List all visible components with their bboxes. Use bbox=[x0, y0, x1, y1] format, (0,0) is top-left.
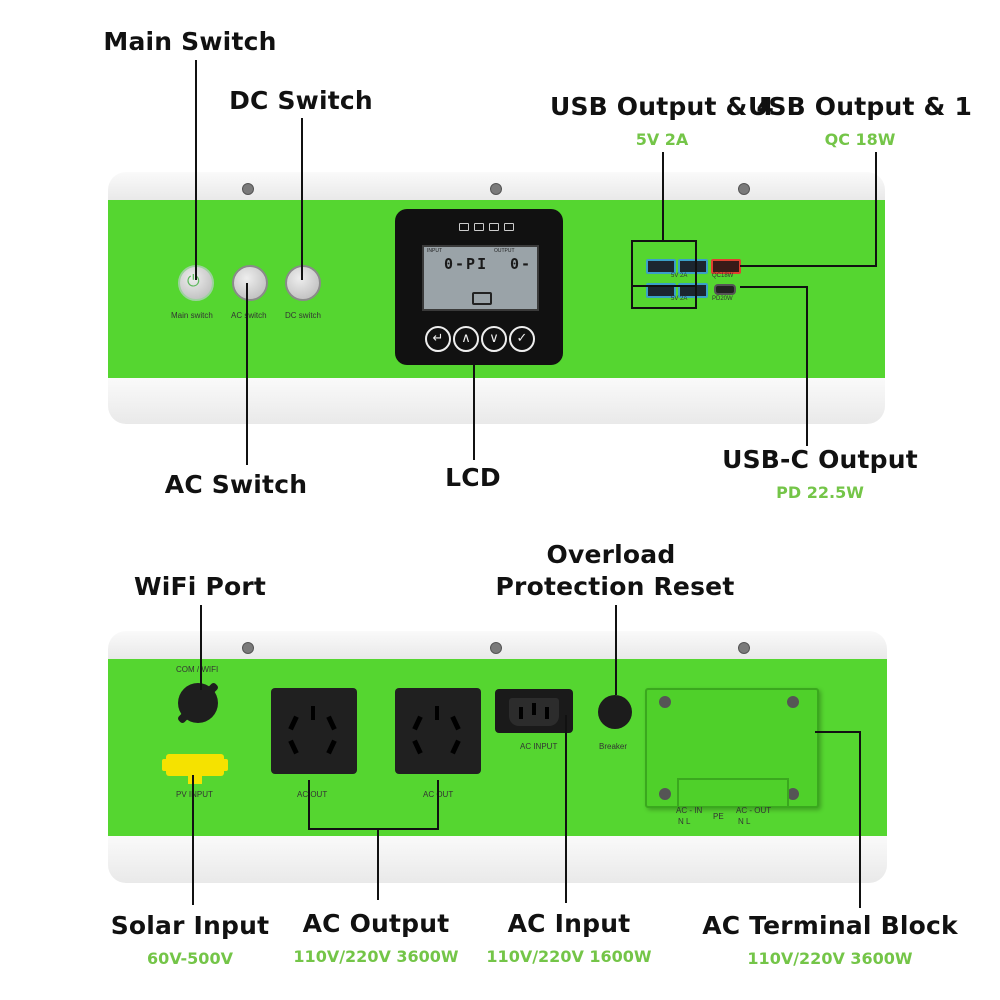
main-switch-label: Main Switch bbox=[103, 27, 277, 56]
leader-usbc-v bbox=[806, 286, 808, 446]
leader-ac-output-l bbox=[308, 780, 310, 830]
ac-input-caption: AC INPUT bbox=[520, 742, 558, 751]
bracket-usb4 bbox=[631, 285, 697, 287]
main-switch-caption: Main switch bbox=[171, 311, 213, 320]
breaker-caption: Breaker bbox=[599, 742, 628, 751]
screw bbox=[242, 642, 254, 654]
usb-c-port[interactable] bbox=[714, 284, 736, 295]
lcd-output-label: OUTPUT bbox=[494, 248, 515, 254]
usb-a-port[interactable] bbox=[646, 259, 676, 274]
leader-usb1-h bbox=[740, 265, 877, 267]
leader-ac-output-r bbox=[437, 780, 439, 830]
wifi-port-label: WiFi Port bbox=[133, 572, 267, 601]
front-unit: ⏻ Main switch AC switch DC switch INPUT … bbox=[108, 172, 885, 424]
screw bbox=[738, 183, 750, 195]
leader-terminal-v bbox=[859, 731, 861, 908]
screw bbox=[242, 183, 254, 195]
leader-main-switch bbox=[195, 60, 197, 280]
com-wifi-caption: COM / WIFI bbox=[176, 665, 219, 674]
ac-switch-label: AC Switch bbox=[164, 470, 308, 499]
leader-ac-output-h bbox=[308, 828, 439, 830]
ac-input-socket[interactable] bbox=[495, 689, 573, 733]
terminal-block-cover bbox=[645, 688, 819, 808]
confirm-key[interactable]: ✓ bbox=[509, 326, 535, 352]
screw bbox=[490, 642, 502, 654]
usbc-output-label: USB-C Output bbox=[722, 445, 918, 474]
leader-lcd bbox=[473, 365, 475, 460]
usbc-output-spec: PD 22.5W bbox=[776, 483, 864, 502]
leader-usb1-v bbox=[875, 152, 877, 267]
leader-usbc-h bbox=[740, 286, 808, 288]
ac-out-socket-2[interactable] bbox=[395, 688, 481, 774]
ac-switch-button[interactable] bbox=[232, 265, 268, 301]
ac-input-spec: 110V/220V 1600W bbox=[486, 947, 652, 966]
lcd-screen: INPUT OUTPUT 0-PI 0- bbox=[422, 245, 539, 311]
ac-output-label: AC Output bbox=[302, 909, 450, 938]
overload-label-line1: Overload bbox=[546, 540, 676, 569]
ac-out-socket-1[interactable] bbox=[271, 688, 357, 774]
screw bbox=[738, 642, 750, 654]
solar-input-spec: 60V-500V bbox=[147, 949, 233, 968]
power-icon: ⏻ bbox=[187, 271, 200, 290]
leader-terminal-h bbox=[815, 731, 861, 733]
dc-switch-caption: DC switch bbox=[285, 311, 322, 320]
ac-out-terminal-caption: AC - OUT bbox=[736, 806, 772, 815]
rear-unit: COM / WIFI PV INPUT AC OUT AC OUT AC INP… bbox=[108, 631, 887, 883]
screw bbox=[490, 183, 502, 195]
lcd-panel: INPUT OUTPUT 0-PI 0- ↵ ∧ ∨ ✓ bbox=[395, 209, 563, 365]
down-key[interactable]: ∨ bbox=[481, 326, 507, 352]
ac-out-caption-1: AC OUT bbox=[297, 790, 328, 799]
leader-ac-switch bbox=[246, 283, 248, 465]
usb-output-4-spec: 5V 2A bbox=[635, 130, 689, 149]
enter-key[interactable]: ↵ bbox=[425, 326, 451, 352]
ac-terminal-spec: 110V/220V 3600W bbox=[747, 949, 913, 968]
usb-qc-port[interactable] bbox=[711, 259, 741, 274]
leader-dc-switch bbox=[301, 118, 303, 280]
overload-label-line2: Protection Reset bbox=[495, 572, 735, 601]
wifi-port[interactable] bbox=[176, 681, 220, 725]
ac-switch-caption: AC switch bbox=[231, 311, 267, 320]
dc-switch-button[interactable] bbox=[285, 265, 321, 301]
breaker-button[interactable] bbox=[598, 695, 632, 729]
ac-out-nl-caption: N L bbox=[738, 817, 751, 826]
up-key[interactable]: ∧ bbox=[453, 326, 479, 352]
battery-icon bbox=[472, 292, 492, 305]
status-icons bbox=[459, 215, 529, 235]
bracket-usb4 bbox=[631, 240, 633, 309]
ac-in-caption: AC - IN bbox=[676, 806, 703, 815]
ac-input-label: AC Input bbox=[507, 909, 631, 938]
pe-caption: PE bbox=[713, 812, 724, 821]
pv-input-connector[interactable] bbox=[162, 754, 228, 784]
pv-input-caption: PV INPUT bbox=[176, 790, 213, 799]
leader-solar bbox=[192, 775, 194, 905]
ac-output-spec: 110V/220V 3600W bbox=[293, 947, 459, 966]
rear-bottom-band bbox=[108, 836, 887, 883]
front-bottom-band bbox=[108, 378, 885, 424]
usb-caption-bottom: 5V 2A bbox=[671, 296, 688, 302]
leader-usb4-v bbox=[662, 152, 664, 240]
leader-overload bbox=[615, 605, 617, 695]
lcd-left-readout: 0-PI bbox=[444, 255, 489, 273]
usb-output-1-spec: QC 18W bbox=[824, 130, 896, 149]
bracket-usb4 bbox=[631, 240, 697, 242]
ac-in-nl-caption: N L bbox=[678, 817, 691, 826]
usb-caption-top: 5V 2A bbox=[671, 273, 688, 279]
bracket-usb4 bbox=[631, 307, 697, 309]
leader-ac-input bbox=[565, 715, 567, 903]
leader-ac-output-v bbox=[377, 828, 379, 900]
pd-caption: PD20W bbox=[712, 296, 733, 302]
solar-input-label: Solar Input bbox=[110, 911, 270, 940]
lcd-right-readout: 0- bbox=[510, 255, 533, 273]
ac-terminal-label: AC Terminal Block bbox=[702, 911, 958, 940]
dc-switch-label: DC Switch bbox=[229, 86, 373, 115]
qc-caption: QC18W bbox=[712, 273, 734, 279]
bracket-usb4 bbox=[695, 240, 697, 309]
lcd-input-label: INPUT bbox=[427, 248, 442, 254]
usb-output-1-label: USB Output & 1 bbox=[747, 92, 973, 121]
usb-output-4-label: USB Output & 4 bbox=[549, 92, 775, 121]
leader-wifi bbox=[200, 605, 202, 690]
lcd-label: LCD bbox=[445, 463, 501, 492]
usb-a-port[interactable] bbox=[678, 259, 708, 274]
